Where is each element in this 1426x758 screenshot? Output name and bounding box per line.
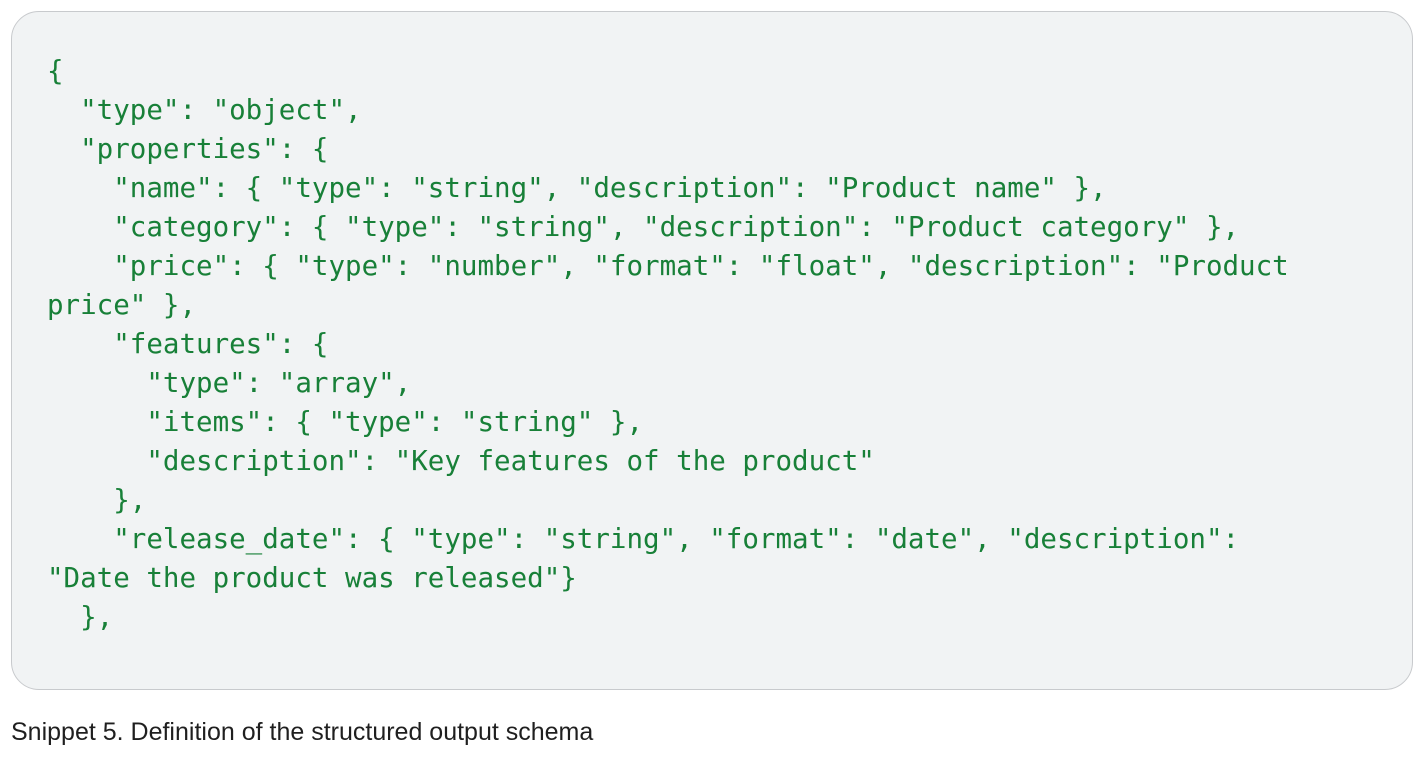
code-line: "type": "object", bbox=[47, 94, 362, 126]
code-text: { "type": "object", "properties": { "nam… bbox=[47, 52, 1397, 637]
code-block: { "type": "object", "properties": { "nam… bbox=[11, 11, 1413, 690]
code-line: { bbox=[47, 55, 64, 87]
code-line: "properties": { bbox=[47, 133, 329, 165]
code-line: }, bbox=[47, 601, 114, 633]
code-line: "features": { bbox=[47, 328, 329, 360]
code-line: price" }, bbox=[47, 289, 197, 321]
code-line: "items": { "type": "string" }, bbox=[47, 406, 644, 438]
code-line: "name": { "type": "string", "description… bbox=[47, 172, 1107, 204]
code-line: "description": "Key features of the prod… bbox=[47, 445, 875, 477]
code-line: "type": "array", bbox=[47, 367, 412, 399]
snippet-caption: Snippet 5. Definition of the structured … bbox=[11, 718, 594, 746]
code-line: "price": { "type": "number", "format": "… bbox=[47, 250, 1289, 282]
code-line: "category": { "type": "string", "descrip… bbox=[47, 211, 1240, 243]
code-line: }, bbox=[47, 484, 147, 516]
code-line: "Date the product was released"} bbox=[47, 562, 577, 594]
code-line: "release_date": { "type": "string", "for… bbox=[47, 523, 1240, 555]
